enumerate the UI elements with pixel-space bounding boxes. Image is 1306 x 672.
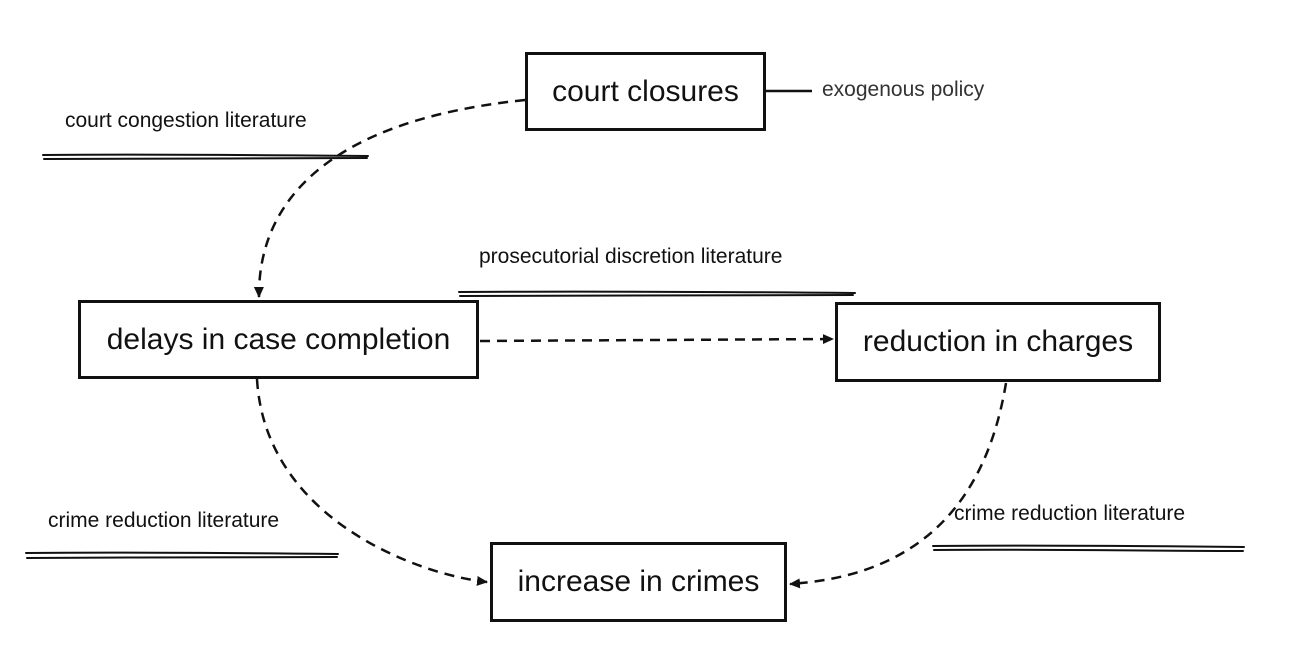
underline-crime-right: [932, 544, 1245, 552]
label-exogenous-policy: exogenous policy: [822, 78, 985, 101]
underline-court-congestion: [42, 153, 369, 160]
label-prosecutorial-discretion-literature: prosecutorial discretion literature: [479, 245, 783, 268]
node-reduction-in-charges: reduction in charges: [835, 302, 1161, 382]
node-increase-in-crimes: increase in crimes: [490, 542, 787, 622]
underline-prosecutorial: [458, 290, 856, 297]
underline-crime-left: [25, 551, 339, 559]
edge-reduction-to-increase: [789, 382, 1008, 589]
label-crime-reduction-literature-right: crime reduction literature: [954, 502, 1186, 525]
node-court-closures: court closures: [525, 52, 766, 131]
node-delays-in-case-completion: delays in case completion: [78, 300, 479, 379]
edge-closures-to-delays: [253, 98, 526, 298]
label-court-congestion-literature: court congestion literature: [65, 109, 307, 132]
label-crime-reduction-literature-left: crime reduction literature: [48, 509, 280, 532]
edge-delays-to-increase: [255, 378, 488, 586]
edge-delays-to-reduction: [479, 334, 834, 345]
